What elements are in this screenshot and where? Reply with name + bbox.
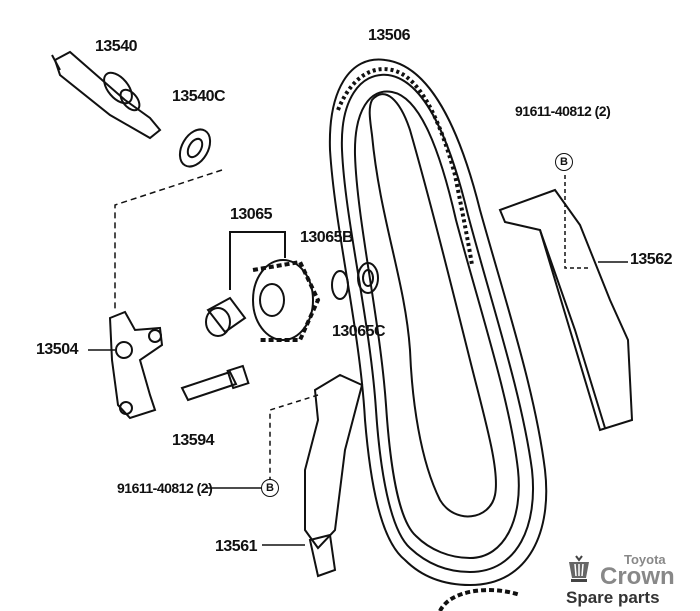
label-13065b: 13065B	[300, 229, 354, 246]
chain-guide-13561	[262, 373, 364, 578]
chain-guide-13562	[498, 175, 634, 432]
label-13065: 13065	[230, 206, 273, 223]
pin-13594	[180, 364, 250, 402]
logo-model: Crown	[600, 563, 675, 590]
label-13504: 13504	[36, 341, 79, 358]
label-bolt-bottom: 91611-40812 (2)	[117, 480, 213, 496]
bolt-marker-top: B	[555, 153, 573, 171]
bolt-marker-bottom: B	[261, 479, 279, 497]
label-bolt-top: 91611-40812 (2)	[515, 103, 611, 119]
toyota-crown-logo: Toyota Crown Spare parts	[566, 552, 696, 608]
label-13540c: 13540C	[172, 88, 226, 105]
label-13561: 13561	[215, 538, 258, 555]
label-13540: 13540	[95, 38, 138, 55]
tensioner-13540	[51, 50, 162, 140]
washer-13540c	[178, 128, 212, 168]
idler-gear-13065	[205, 231, 321, 342]
nut-13065c	[357, 262, 379, 294]
logo-brand: Toyota	[624, 552, 666, 567]
washer-13065b	[331, 270, 349, 300]
timing-chain-13506	[328, 58, 548, 587]
label-13506: 13506	[368, 27, 411, 44]
label-13562: 13562	[630, 251, 673, 268]
logo-tagline: Spare parts	[566, 588, 660, 607]
label-13594: 13594	[172, 432, 215, 449]
tensioner-arm-13504	[108, 310, 164, 420]
crown-icon	[569, 555, 589, 582]
label-13065c: 13065C	[332, 323, 386, 340]
